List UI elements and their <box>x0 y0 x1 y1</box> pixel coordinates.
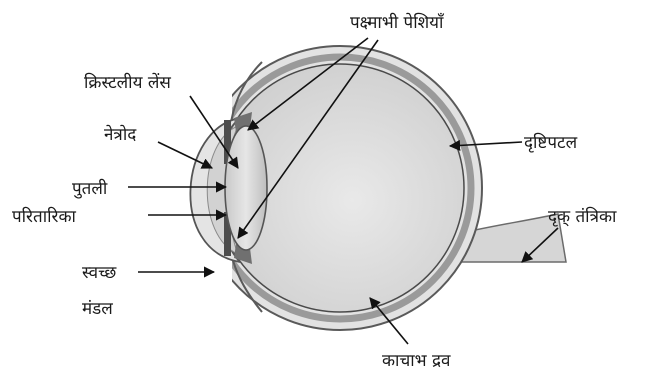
label-cornea-line2: मंडल <box>82 299 113 319</box>
label-vitreous-humour: काचाभ द्रव <box>382 351 451 371</box>
label-crystalline-lens: क्रिस्टलीय लेंस <box>84 72 171 93</box>
label-retina: दृष्टिपटल <box>524 132 578 153</box>
label-ciliary-muscles: पक्ष्माभी पेशियाँ <box>350 12 444 33</box>
label-pupil: पुतली <box>72 178 108 199</box>
label-iris: परितारिका <box>12 206 77 227</box>
label-cornea-line1: स्वच्छ <box>82 263 117 283</box>
lens-shape <box>225 126 267 250</box>
label-aqueous-humour: नेत्रोद <box>104 124 137 145</box>
label-optic-nerve: दृक् तंत्रिका <box>548 206 617 227</box>
